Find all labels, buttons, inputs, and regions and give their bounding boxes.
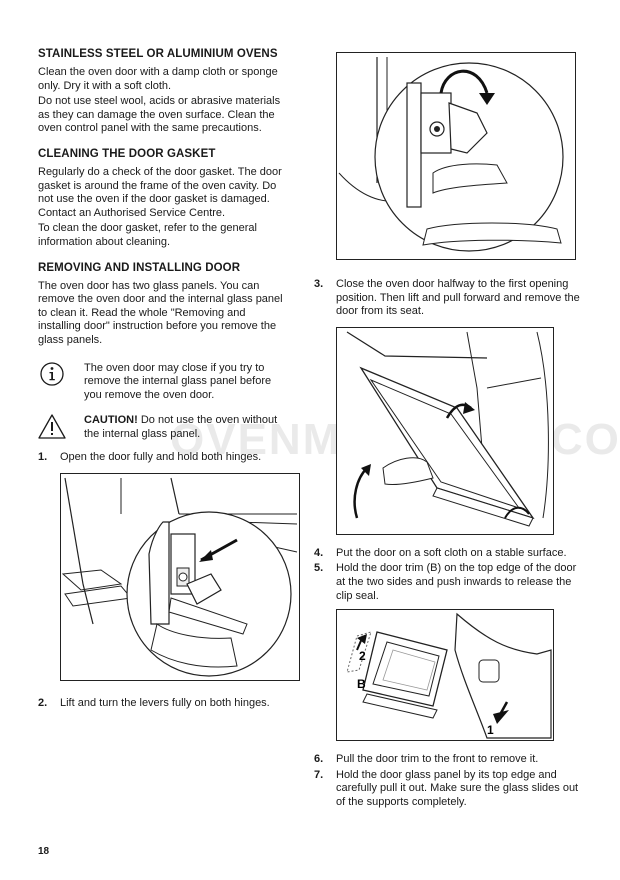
heading-gasket: CLEANING THE DOOR GASKET xyxy=(38,147,216,160)
step-4-text: Put the door on a soft cloth on a stable… xyxy=(336,546,567,559)
step-3-text: Close the oven door halfway to the first… xyxy=(336,278,580,318)
step-2-num: 2. xyxy=(38,697,48,710)
info-note-text: The oven door may close if you try to re… xyxy=(84,361,272,401)
step-6-text: Pull the door trim to the front to remov… xyxy=(336,753,539,766)
info-icon xyxy=(40,361,64,386)
heading-removing: REMOVING AND INSTALLING DOOR xyxy=(38,261,241,274)
label-trim-b: B xyxy=(357,677,366,691)
figure-remove-door xyxy=(336,326,554,535)
stainless-p1: Clean the oven door with a damp cloth or… xyxy=(38,66,278,92)
step-1-text: Open the door fully and hold both hinges… xyxy=(60,451,262,464)
page-number: 18 xyxy=(38,846,50,857)
section-gasket: CLEANING THE DOOR GASKET Regularly do a … xyxy=(38,148,290,250)
step-5-num: 5. xyxy=(314,562,324,575)
step-1-num: 1. xyxy=(38,451,48,464)
caution-body: Do not use the oven without the internal… xyxy=(84,414,278,440)
step-6-num: 6. xyxy=(314,753,324,766)
figure-open-door-hinges xyxy=(60,473,300,682)
step-3: 3. Close the oven door halfway to the fi… xyxy=(314,278,586,319)
section-removing: REMOVING AND INSTALLING DOOR The oven do… xyxy=(38,262,290,348)
step-1: 1. Open the door fully and hold both hin… xyxy=(38,451,290,465)
left-column: STAINLESS STEEL OR ALUMINIUM OVENS Clean… xyxy=(38,48,300,713)
step-6: 6. Pull the door trim to the front to re… xyxy=(314,753,586,767)
right-column: 3. Close the oven door halfway to the fi… xyxy=(314,52,586,812)
stainless-p2: Do not use steel wool, acids or abrasive… xyxy=(38,95,281,135)
step-4: 4. Put the door on a soft cloth on a sta… xyxy=(314,547,586,561)
info-note: The oven door may close if you try to re… xyxy=(38,362,290,403)
heading-stainless: STAINLESS STEEL OR ALUMINIUM OVENS xyxy=(38,48,278,60)
step-7-num: 7. xyxy=(314,768,324,781)
caution-label: CAUTION! xyxy=(84,414,138,427)
step-5: 5. Hold the door trim (B) on the top edg… xyxy=(314,562,586,603)
removing-p1: The oven door has two glass panels. You … xyxy=(38,279,283,346)
figure-turn-levers xyxy=(336,52,576,260)
section-stainless: STAINLESS STEEL OR ALUMINIUM OVENS Clean… xyxy=(38,48,290,136)
step-7-text: Hold the door glass panel by its top edg… xyxy=(336,768,579,808)
step-4-num: 4. xyxy=(314,546,324,559)
label-arrow-1: 1 xyxy=(487,723,494,737)
step-2: 2. Lift and turn the levers fully on bot… xyxy=(38,697,290,711)
label-arrow-2: 2 xyxy=(359,649,366,663)
caution-text: CAUTION! Do not use the oven without the… xyxy=(84,414,290,441)
step-7: 7. Hold the door glass panel by its top … xyxy=(314,769,586,810)
step-3-num: 3. xyxy=(314,278,324,290)
gasket-p1: Regularly do a check of the door gasket.… xyxy=(38,165,282,219)
gasket-p2: To clean the door gasket, refer to the g… xyxy=(38,222,257,248)
figure-door-trim: 2 B 1 xyxy=(336,609,554,742)
step-5-text: Hold the door trim (B) on the top edge o… xyxy=(336,562,577,602)
caution-note: CAUTION! Do not use the oven without the… xyxy=(38,414,290,441)
warning-triangle-icon xyxy=(38,414,66,439)
step-2-text: Lift and turn the levers fully on both h… xyxy=(60,697,270,710)
